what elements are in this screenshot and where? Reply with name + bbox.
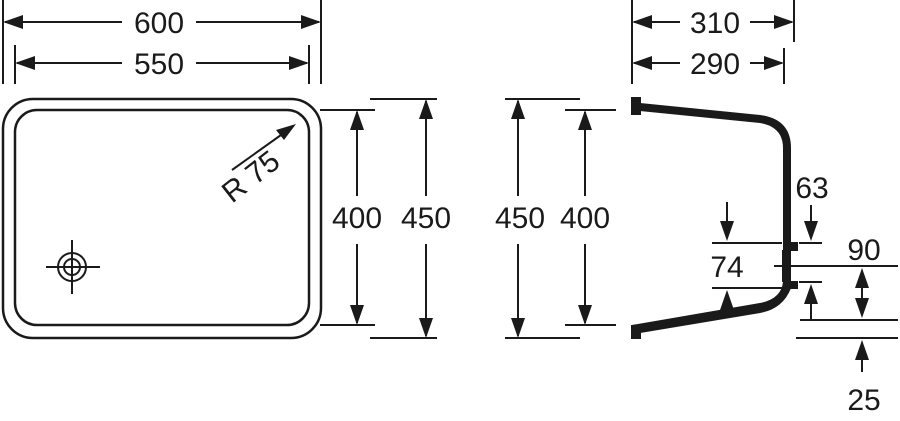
- dim-63: 63: [795, 172, 829, 320]
- basin-section-profile: [631, 97, 798, 339]
- dim-90-label: 90: [847, 234, 880, 267]
- basin-inner-bowl: [13, 108, 311, 327]
- dim-310-label: 310: [690, 7, 740, 40]
- basin-outer-rim: [1, 97, 323, 340]
- dim-25: 25: [796, 337, 898, 417]
- drain-outlet: [774, 250, 810, 282]
- dim-400-side: 400: [560, 110, 610, 325]
- top-view: R 75 600 550: [1, 0, 451, 340]
- dim-550-label: 550: [134, 48, 184, 81]
- dim-450-top: 450: [401, 99, 451, 338]
- dim-290: 290: [632, 48, 784, 81]
- dim-74: 74: [710, 202, 782, 318]
- radius-arrowhead: [276, 124, 296, 140]
- radius-label: R 75: [216, 144, 286, 209]
- dim-450-top-label: 450: [401, 202, 451, 235]
- dim-310: 310: [632, 7, 794, 40]
- dim-400-side-label: 400: [560, 202, 610, 235]
- dim-550: 550: [15, 48, 309, 81]
- dim-74-label: 74: [710, 251, 743, 284]
- dim-290-label: 290: [690, 48, 740, 81]
- side-view: 450 400 310: [495, 0, 898, 417]
- dim-63-label: 63: [795, 172, 828, 205]
- dim-90: 90: [800, 234, 898, 321]
- dim-25-label: 25: [847, 384, 880, 417]
- dim-450-side-label: 450: [495, 202, 545, 235]
- dim-600-label: 600: [134, 7, 184, 40]
- dim-400-top-label: 400: [332, 202, 382, 235]
- radius-leader-line: [231, 129, 289, 171]
- dim-450-side: 450: [495, 99, 545, 338]
- dim-400-top: 400: [332, 110, 382, 325]
- drain-symbol-icon: [46, 240, 100, 294]
- dim-600: 600: [3, 7, 321, 40]
